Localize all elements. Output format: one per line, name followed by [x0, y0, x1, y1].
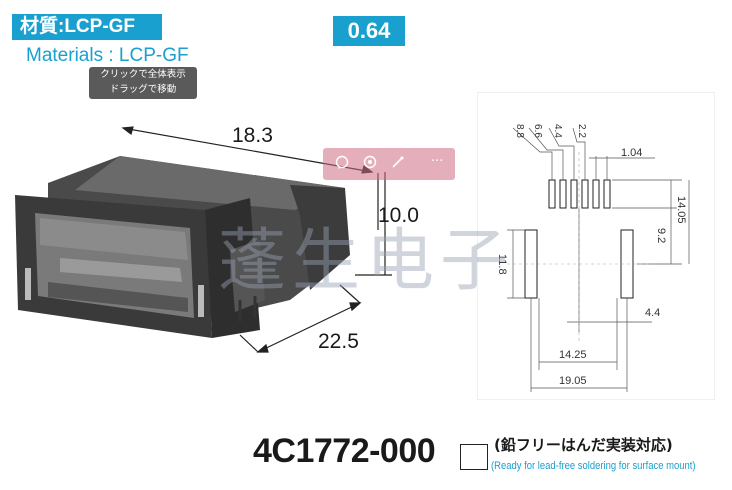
more-icon[interactable]: ··· — [431, 154, 444, 169]
dimension-22-5-label: 22.5 — [318, 330, 359, 353]
dim-14-25: 14.25 — [559, 349, 587, 361]
dimension-10-0 — [355, 172, 392, 276]
dim-14-05: 14.05 — [675, 196, 687, 224]
dim-9-2: 9.2 — [655, 228, 667, 243]
pitch-badge: 0.64 — [333, 16, 405, 46]
dim-11-8: 11.8 — [496, 254, 508, 275]
part-number: 4C1772-000 — [253, 432, 436, 470]
part-suffix-box — [460, 444, 488, 470]
lead-free-note-jp: (鉛フリーはんだ実装対応) — [494, 436, 673, 454]
dim-4-4-top: 4.4 — [552, 124, 563, 138]
connector-body — [15, 156, 350, 338]
tooltip-line-1: クリックで全体表示 — [100, 69, 186, 80]
material-badge: 材質:LCP-GF — [12, 14, 162, 40]
lead-free-note-en: (Ready for lead-free soldering for surfa… — [491, 460, 696, 472]
materials-english-label: Materials : LCP-GF — [26, 45, 189, 66]
dim-6-6: 6.6 — [532, 124, 543, 138]
image-toolbar: ··· — [323, 148, 455, 180]
magic-wand-icon[interactable] — [391, 155, 405, 175]
watermark: 蓬生电子 — [218, 222, 515, 301]
viewer-tooltip: クリックで全体表示 ドラッグで移動 — [89, 67, 197, 99]
footprint-drawing: 8.8 6.6 4.4 2.2 1.04 14.05 9.2 11.8 4.4 … — [477, 92, 715, 400]
comment-icon[interactable] — [335, 155, 349, 175]
tooltip-line-2: ドラッグで移動 — [109, 84, 177, 95]
lens-icon[interactable] — [363, 155, 377, 175]
dimension-22-5 — [239, 284, 362, 353]
dim-4-4: 4.4 — [645, 307, 660, 319]
dim-2-2: 2.2 — [576, 124, 587, 138]
dim-8-8: 8.8 — [514, 124, 525, 138]
dim-19-05: 19.05 — [559, 375, 587, 387]
dim-pitch: 1.04 — [621, 147, 642, 159]
small-pads — [548, 179, 611, 209]
dimension-18-3-label: 18.3 — [232, 124, 273, 147]
dimension-10-0-label: 10.0 — [378, 204, 419, 227]
